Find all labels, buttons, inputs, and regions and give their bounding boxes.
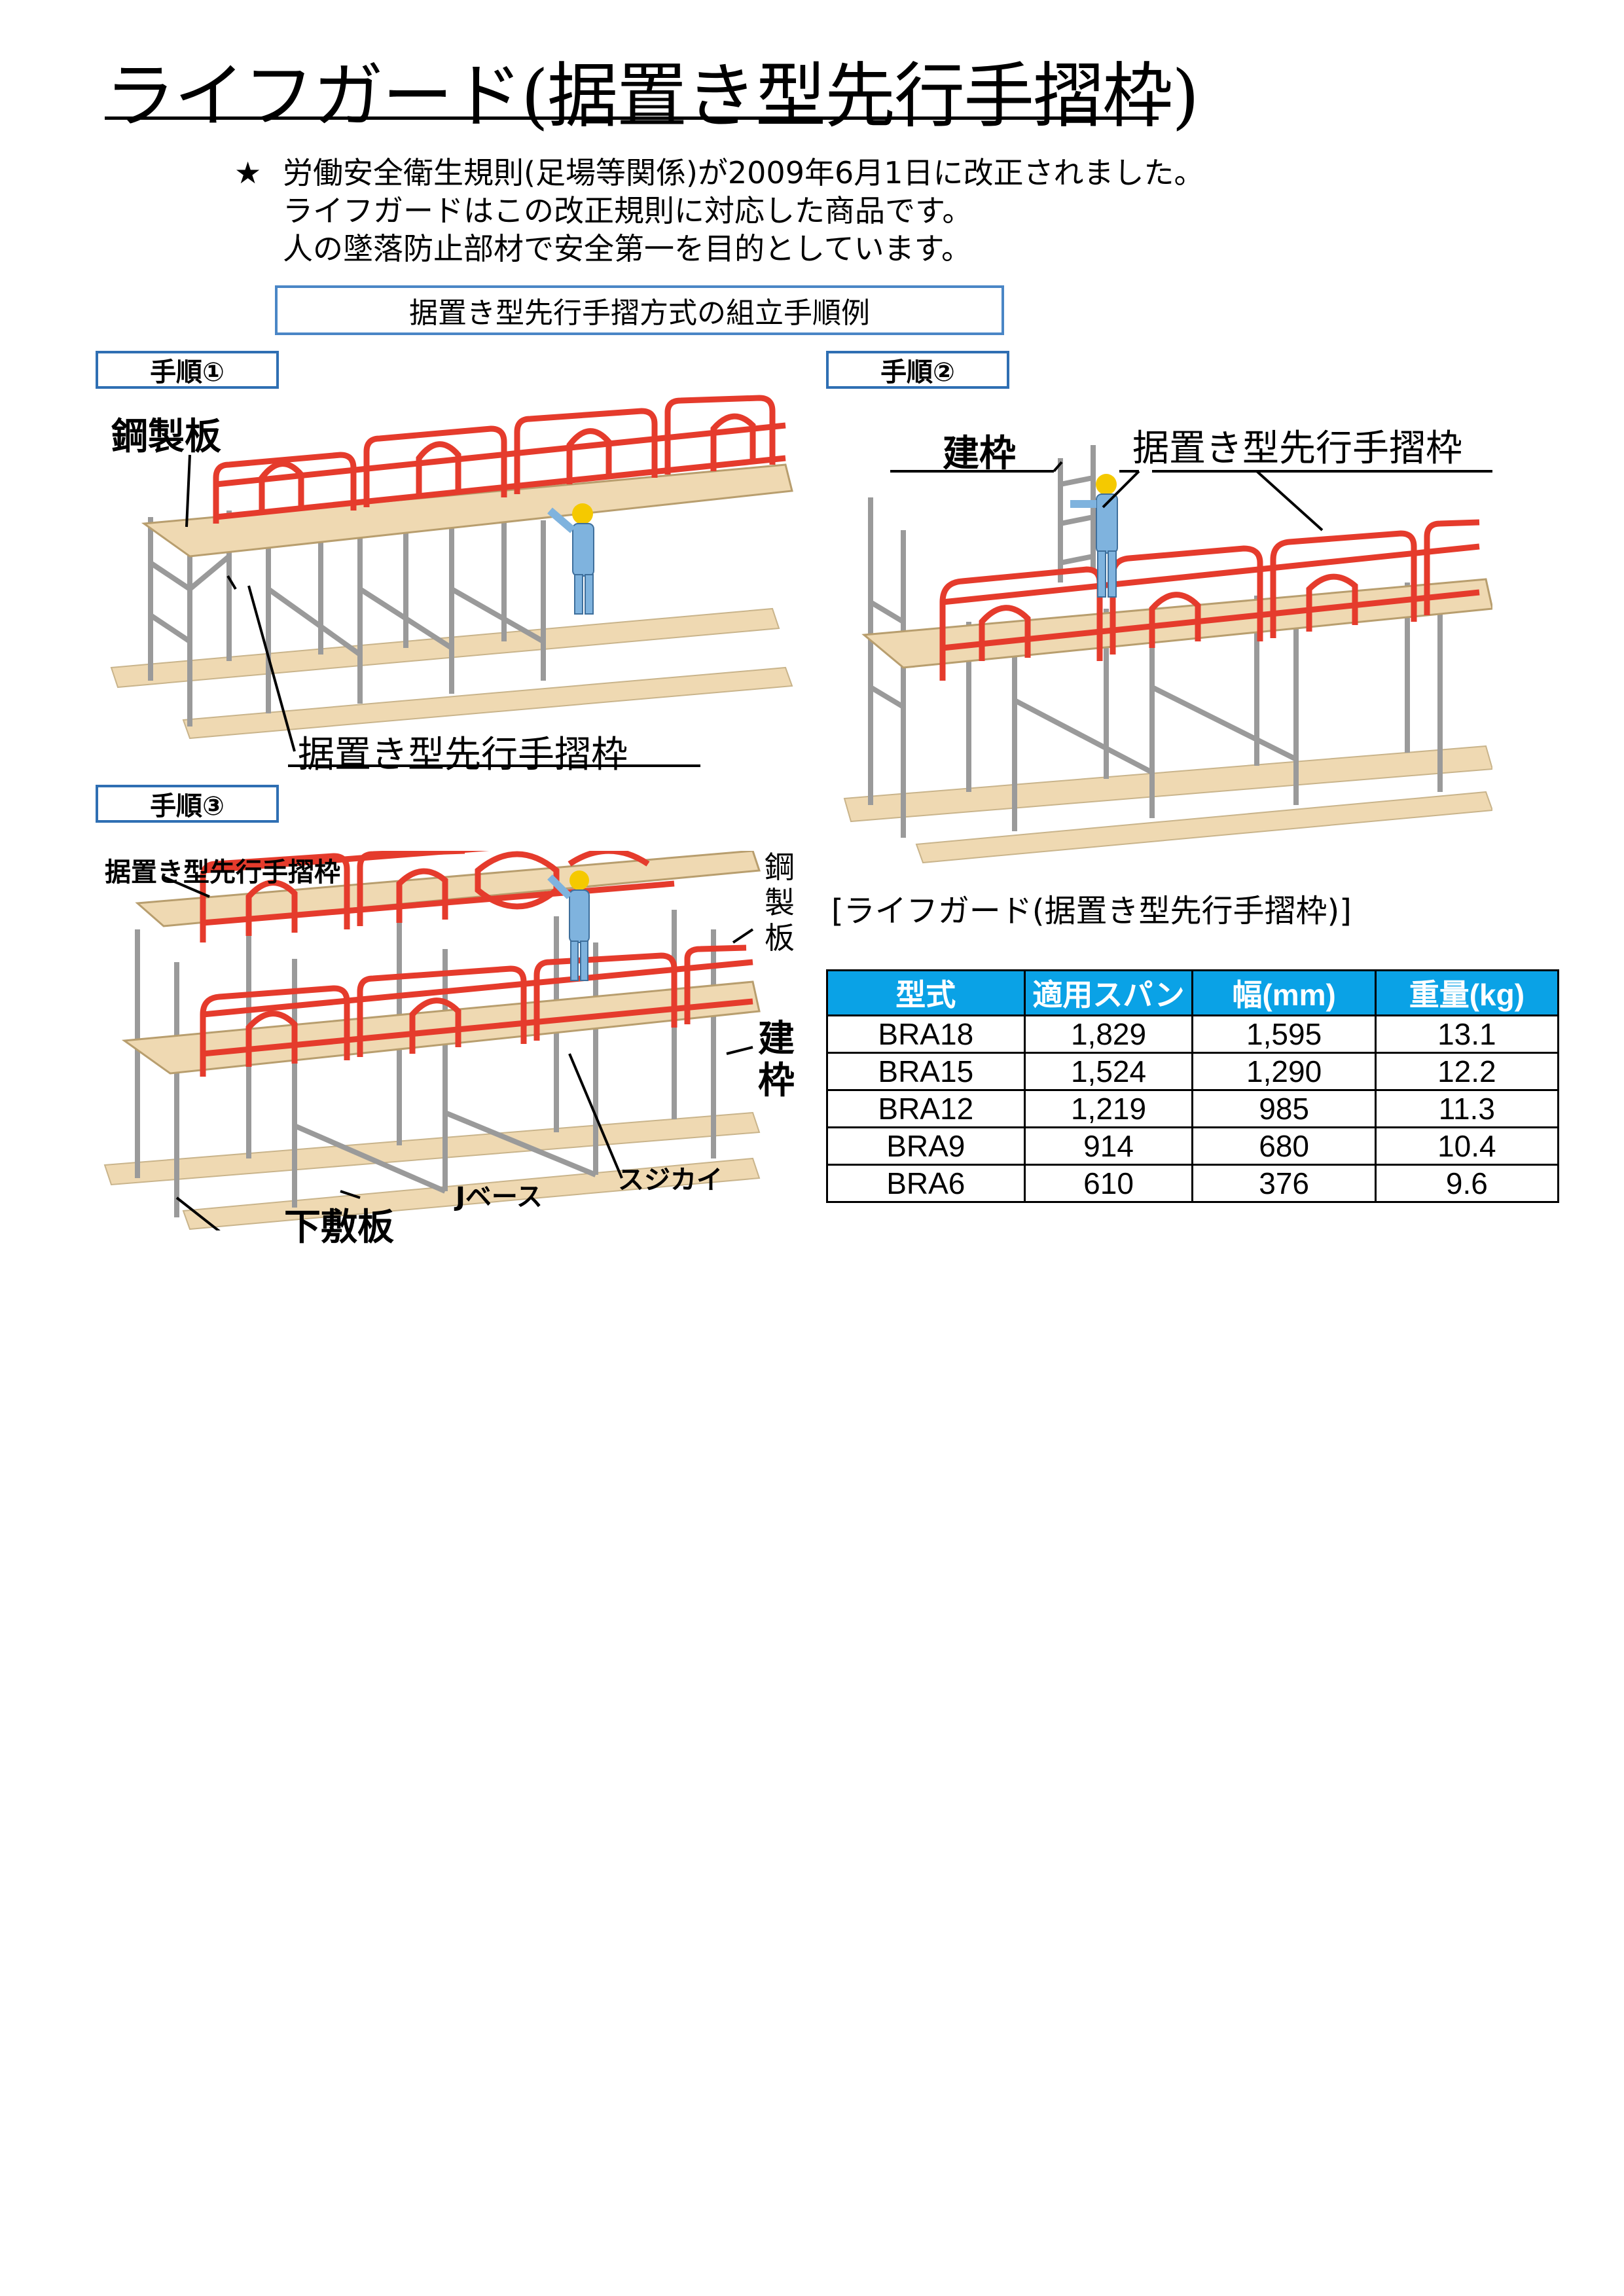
table-cell: BRA9	[826, 1126, 1026, 1166]
step1-label-steel-plank: 鋼製板	[111, 416, 221, 458]
step2-illustration	[843, 445, 1492, 864]
table-row: BRA12 1,219 985 11.3	[826, 1089, 1560, 1128]
table-cell: 11.3	[1374, 1089, 1560, 1128]
table-cell: 1,290	[1191, 1052, 1377, 1091]
table-cell: 376	[1191, 1164, 1377, 1203]
step3-illustration	[103, 851, 761, 1230]
table-header-model: 型式	[826, 969, 1026, 1016]
step3-label-guardrail: 据置き型先行手摺枠	[105, 857, 340, 888]
step3-label-frame: 建枠	[758, 1018, 795, 1102]
procedure-title: 据置き型先行手摺方式の組立手順例	[275, 285, 1004, 335]
step3-label-brace: スジカイ	[618, 1165, 723, 1195]
table-cell: 1,595	[1191, 1014, 1377, 1054]
worker-figure	[547, 503, 594, 615]
step3-label-steel-plank: 鋼製板	[765, 850, 795, 956]
intro-line: ライフガードはこの改正規則に対応した商品です。	[283, 193, 973, 228]
table-cell: 985	[1191, 1089, 1377, 1128]
table-cell: BRA18	[826, 1014, 1026, 1054]
table-cell: 12.2	[1374, 1052, 1560, 1091]
step3-label-jbase: Jベース	[456, 1182, 543, 1212]
step1-illustration	[110, 395, 793, 767]
table-cell: 1,829	[1023, 1014, 1194, 1054]
table-row: BRA9 914 680 10.4	[826, 1126, 1560, 1166]
worker-figure	[1070, 474, 1118, 598]
table-row: BRA6 610 376 9.6	[826, 1164, 1560, 1203]
table-cell: 610	[1023, 1164, 1194, 1203]
intro-line: 労働安全衛生規則(足場等関係)が2009年6月1日に改正されました。	[283, 155, 1204, 190]
step3-label: 手順③	[96, 785, 279, 823]
worker-figure	[547, 870, 590, 981]
table-row: BRA15 1,524 1,290 12.2	[826, 1052, 1560, 1091]
step2-label-frame: 建枠	[943, 433, 1016, 475]
table-cell: 914	[1023, 1126, 1194, 1166]
table-cell: 13.1	[1374, 1014, 1560, 1054]
step1-label-guardrail: 据置き型先行手摺枠	[298, 734, 628, 776]
intro-line: 人の墜落防止部材で安全第一を目的としています。	[283, 231, 972, 266]
table-cell: BRA12	[826, 1089, 1026, 1128]
table-cell: BRA6	[826, 1164, 1026, 1203]
table-cell: 680	[1191, 1126, 1377, 1166]
table-header-span: 適用スパン	[1023, 969, 1194, 1016]
table-cell: BRA15	[826, 1052, 1026, 1091]
step3-label-base-plate: 下敷板	[284, 1206, 394, 1249]
title-underline	[105, 117, 1159, 120]
spec-table: 型式 適用スパン 幅(mm) 重量(kg) BRA18 1,829 1,595 …	[826, 969, 1560, 1203]
table-cell: 10.4	[1374, 1126, 1560, 1166]
step2-label: 手順②	[826, 351, 1009, 389]
spec-caption: [ライフガード(据置き型先行手摺枠)]	[831, 893, 1352, 929]
table-cell: 9.6	[1374, 1164, 1560, 1203]
page-title: ライフガード(据置き型先行手摺枠)	[105, 56, 1199, 137]
star-icon: ★	[234, 155, 262, 190]
table-header-width: 幅(mm)	[1191, 969, 1377, 1016]
table-cell: 1,524	[1023, 1052, 1194, 1091]
table-header-row: 型式 適用スパン 幅(mm) 重量(kg)	[826, 969, 1560, 1016]
table-header-weight: 重量(kg)	[1374, 969, 1560, 1016]
table-cell: 1,219	[1023, 1089, 1194, 1128]
table-row: BRA18 1,829 1,595 13.1	[826, 1014, 1560, 1054]
step1-label: 手順①	[96, 351, 279, 389]
step2-label-guardrail: 据置き型先行手摺枠	[1132, 427, 1462, 470]
